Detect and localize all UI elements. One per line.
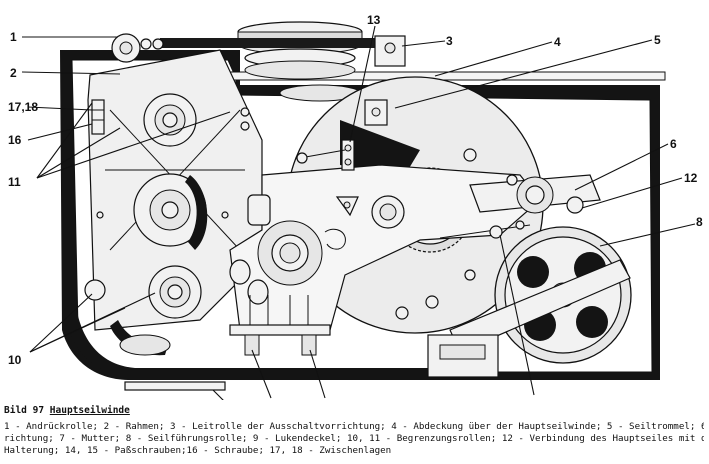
winch-technical-drawing: 1 2 3 4 5 6 7 8 9 10 11 12 13 14 15 16 1…: [8, 13, 703, 400]
callout-3: 3: [446, 34, 453, 48]
leader-lines: [21, 25, 696, 400]
callout-13: 13: [367, 13, 381, 27]
callout-10: 10: [8, 353, 22, 367]
caption-heading: Bild 97 Hauptseilwinde: [4, 405, 704, 417]
legend-line-2: richtung; 7 - Mutter; 8 - Seilführungsro…: [4, 433, 704, 444]
callout-5: 5: [654, 33, 661, 47]
figure-caption: Bild 97 Hauptseilwinde 1 - Andrückrolle;…: [4, 405, 704, 457]
caption-number: Bild 97: [4, 405, 45, 416]
cable-spooling-device: [439, 174, 601, 239]
legend-line-1: 1 - Andrückrolle; 2 - Rahmen; 3 - Leitro…: [4, 421, 704, 432]
callout-11: 11: [8, 175, 21, 189]
callout-17-18: 17,18: [8, 100, 38, 114]
callout-16: 16: [8, 133, 22, 147]
callout-4: 4: [554, 35, 561, 49]
top-pulley-assembly: [160, 21, 406, 102]
cable-guide-roller: [427, 226, 632, 378]
callout-labels: 1 2 3 4 5 6 7 8 9 10 11 12 13 14 15 16 1…: [8, 13, 703, 400]
center-plate: [229, 139, 541, 331]
callout-8: 8: [696, 215, 703, 229]
callout-6: 6: [670, 137, 677, 151]
legend-line-3: Halterung; 14, 15 - Paßschrauben;16 - Sc…: [4, 445, 392, 456]
callout-1: 1: [10, 30, 17, 44]
bottom-fittings: [124, 295, 331, 391]
caption-title: Hauptseilwinde: [49, 405, 130, 416]
callout-2: 2: [10, 66, 17, 80]
side-frame: [84, 33, 263, 356]
callout-12: 12: [684, 171, 698, 185]
callout-7: 7: [530, 399, 537, 400]
